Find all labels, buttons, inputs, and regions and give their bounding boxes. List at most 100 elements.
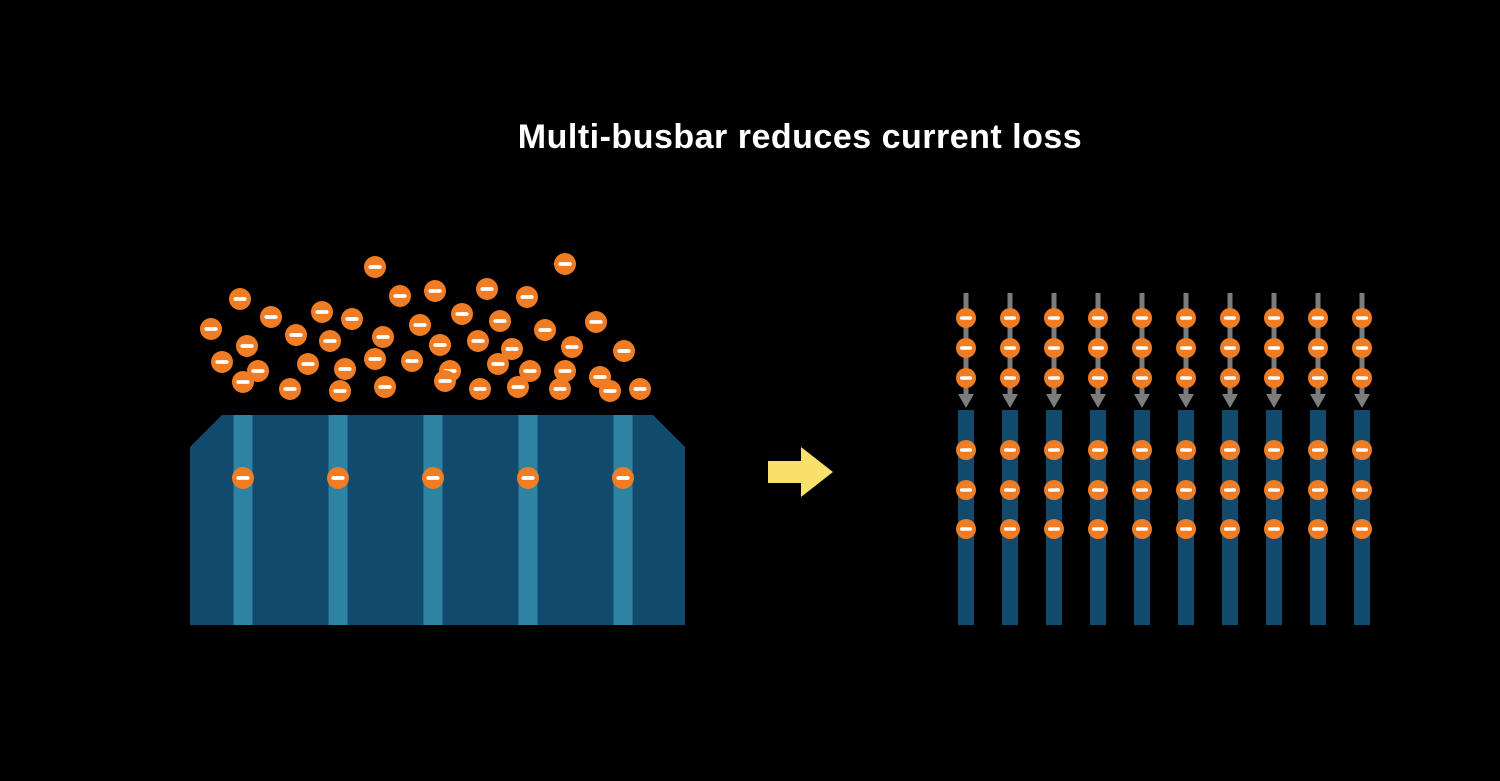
electron-icon bbox=[613, 340, 635, 362]
down-arrowhead-icon bbox=[1310, 394, 1326, 408]
electron-icon bbox=[1088, 368, 1108, 388]
electron-icon bbox=[1088, 440, 1108, 460]
electron-icon bbox=[1220, 338, 1240, 358]
electron-icon bbox=[1264, 338, 1284, 358]
electron-icon bbox=[364, 256, 386, 278]
electron-icon bbox=[1176, 480, 1196, 500]
busbar-column bbox=[1176, 293, 1196, 625]
electron-icon bbox=[341, 308, 363, 330]
electron-icon bbox=[1220, 440, 1240, 460]
electron-icon bbox=[1000, 480, 1020, 500]
standard-cell-panel bbox=[190, 253, 685, 625]
electron-icon bbox=[1220, 308, 1240, 328]
electron-icon bbox=[260, 306, 282, 328]
electron-icon bbox=[1088, 519, 1108, 539]
electron-icon bbox=[1044, 480, 1064, 500]
electron-icon bbox=[1352, 368, 1372, 388]
busbar-stripe bbox=[613, 415, 633, 625]
busbar-column bbox=[1088, 293, 1108, 625]
electron-icon bbox=[200, 318, 222, 340]
electron-icon bbox=[327, 467, 349, 489]
electron-icon bbox=[1264, 519, 1284, 539]
electron-icon bbox=[629, 378, 651, 400]
electron-icon bbox=[1000, 338, 1020, 358]
electron-icon bbox=[507, 376, 529, 398]
electron-icon bbox=[334, 358, 356, 380]
busbar-column bbox=[1000, 293, 1020, 625]
electron-icon bbox=[1220, 480, 1240, 500]
electron-icon bbox=[1000, 308, 1020, 328]
electron-icon bbox=[599, 380, 621, 402]
busbar-bar bbox=[1134, 410, 1150, 625]
diagram-title: Multi-busbar reduces current loss bbox=[517, 118, 1083, 156]
down-arrowhead-icon bbox=[1222, 394, 1238, 408]
busbar-column bbox=[1308, 293, 1328, 625]
electron-icon bbox=[1176, 368, 1196, 388]
electron-icon bbox=[476, 278, 498, 300]
electron-icon bbox=[401, 350, 423, 372]
electron-icon bbox=[1220, 368, 1240, 388]
electron-icon bbox=[1352, 440, 1372, 460]
electron-icon bbox=[319, 330, 341, 352]
down-arrowhead-icon bbox=[1134, 394, 1150, 408]
busbar-column bbox=[1132, 293, 1152, 625]
electron-icon bbox=[429, 334, 451, 356]
electron-icon bbox=[585, 311, 607, 333]
down-arrowhead-icon bbox=[1354, 394, 1370, 408]
busbar-column bbox=[1220, 293, 1240, 625]
busbar-bar bbox=[1266, 410, 1282, 625]
electron-icon bbox=[1308, 368, 1328, 388]
electron-icon bbox=[956, 368, 976, 388]
busbar-column bbox=[956, 293, 976, 625]
electron-icon bbox=[1088, 308, 1108, 328]
busbar-bar bbox=[1354, 410, 1370, 625]
electron-icon bbox=[1044, 338, 1064, 358]
electron-icon bbox=[561, 336, 583, 358]
electron-icon bbox=[1088, 480, 1108, 500]
electron-icon bbox=[1352, 519, 1372, 539]
electron-icon bbox=[1308, 338, 1328, 358]
busbar-bar bbox=[1222, 410, 1238, 625]
electron-icon bbox=[519, 360, 541, 382]
electron-icon bbox=[517, 467, 539, 489]
electron-icon bbox=[329, 380, 351, 402]
electron-icon bbox=[1044, 368, 1064, 388]
busbar-column bbox=[1264, 293, 1284, 625]
electron-icon bbox=[489, 310, 511, 332]
electron-icon bbox=[1264, 368, 1284, 388]
electron-icon bbox=[422, 467, 444, 489]
down-arrowhead-icon bbox=[1178, 394, 1194, 408]
busbar-bar bbox=[958, 410, 974, 625]
electron-icon bbox=[279, 378, 301, 400]
busbar-stripe bbox=[518, 415, 538, 625]
electron-icon bbox=[487, 353, 509, 375]
electron-icon bbox=[1264, 480, 1284, 500]
electron-icon bbox=[1308, 440, 1328, 460]
busbar-bar bbox=[1090, 410, 1106, 625]
electron-icon bbox=[374, 376, 396, 398]
busbar-stripes bbox=[233, 415, 633, 625]
electron-icon bbox=[389, 285, 411, 307]
electron-icon bbox=[229, 288, 251, 310]
electron-icon bbox=[534, 319, 556, 341]
electron-icon bbox=[1352, 308, 1372, 328]
electron-icon bbox=[956, 519, 976, 539]
electron-icon bbox=[956, 308, 976, 328]
down-arrowhead-icon bbox=[1090, 394, 1106, 408]
electron-icon bbox=[467, 330, 489, 352]
down-arrowhead-icon bbox=[958, 394, 974, 408]
electron-icon bbox=[1132, 519, 1152, 539]
electron-icon bbox=[1176, 308, 1196, 328]
electron-icon bbox=[1308, 480, 1328, 500]
electron-icon bbox=[554, 360, 576, 382]
electron-icon bbox=[1044, 440, 1064, 460]
electron-icon bbox=[1132, 440, 1152, 460]
multi-busbar-panel bbox=[956, 293, 1372, 625]
electron-icon bbox=[612, 467, 634, 489]
down-arrowhead-icon bbox=[1046, 394, 1062, 408]
busbar-stripe bbox=[423, 415, 443, 625]
electron-icon bbox=[311, 301, 333, 323]
electron-icon bbox=[211, 351, 233, 373]
